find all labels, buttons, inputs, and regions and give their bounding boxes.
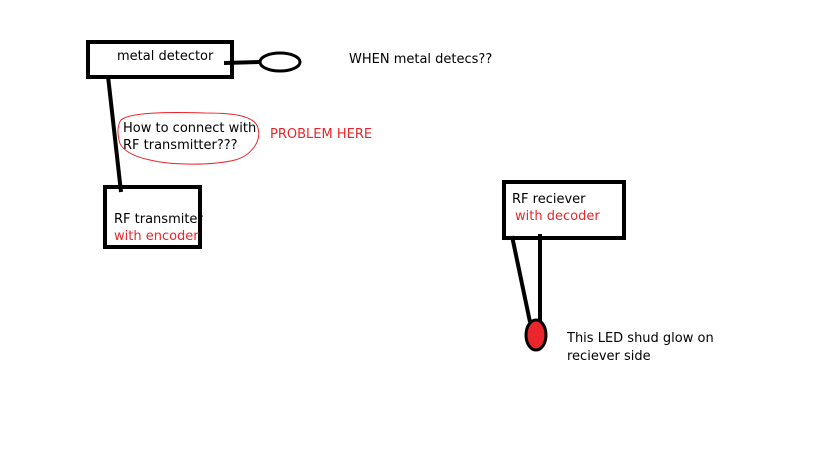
question-line-2: RF transmitter??? [123,138,238,153]
question-line-1: How to connect with [123,121,257,136]
led-note-line-2: reciever side [567,349,651,364]
led-lead-left [510,235,532,323]
detector-to-transmitter-wire [106,75,123,193]
sensor-coil [258,51,302,73]
receiver-label: RF reciever [512,192,586,207]
problem-here-label: PROBLEM HERE [270,127,373,142]
sensor-wire [223,60,260,65]
metal-detector-label: metal detector [117,49,214,64]
rf-transmitter-box [103,185,202,249]
rf-receiver-box [502,180,626,240]
transmitter-label: RF transmiter [114,212,203,227]
transmitter-encoder-label: with encoder [114,229,199,244]
led [524,318,548,352]
metal-detector-box [86,40,234,79]
when-detects-label: WHEN metal detecs?? [349,52,493,67]
receiver-decoder-label: with decoder [515,209,600,224]
led-note-line-1: This LED shud glow on [567,331,714,346]
problem-outline [117,112,260,165]
